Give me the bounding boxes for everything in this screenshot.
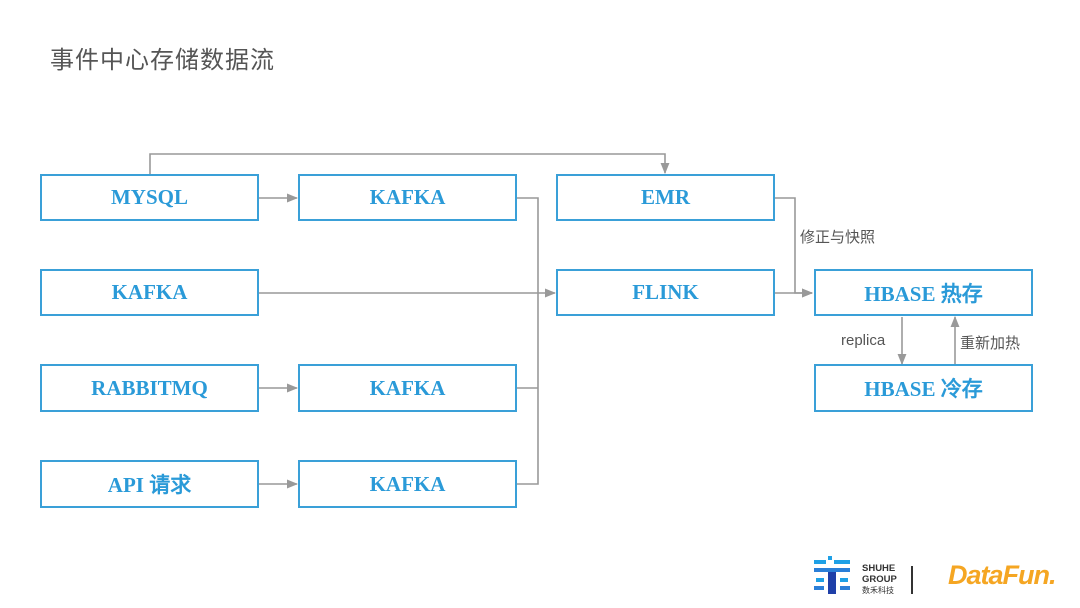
- shuhe-line-3: 数禾科技: [862, 586, 894, 595]
- shuhe-wordmark: SHUHE GROUP 数禾科技: [862, 563, 897, 596]
- shuhe-line-2: GROUP: [862, 574, 897, 585]
- shuhe-line-1: SHUHE: [862, 563, 896, 574]
- node-kafka-3: KAFKA: [298, 364, 517, 412]
- node-api: API 请求: [40, 460, 259, 508]
- logo-separator: [911, 566, 913, 594]
- label-replica: replica: [841, 332, 886, 349]
- node-kafka-4: KAFKA: [298, 460, 517, 508]
- node-mysql: MYSQL: [40, 174, 259, 221]
- label-fix-snapshot: 修正与快照: [800, 229, 876, 246]
- node-rabbitmq: RABBITMQ: [40, 364, 259, 412]
- datafun-logo: DataFun.: [948, 560, 1057, 590]
- node-emr: EMR: [556, 174, 775, 221]
- node-hbase-hot: HBASE 热存: [814, 269, 1033, 316]
- node-flink: FLINK: [556, 269, 775, 316]
- edge-emr-hbase: [774, 197, 814, 298]
- shuhe-logo-icon: [814, 556, 850, 594]
- node-kafka-1: KAFKA: [298, 174, 517, 221]
- label-reheat: 重新加热: [960, 335, 1021, 352]
- node-kafka-source: KAFKA: [40, 269, 259, 316]
- edge-kafka1-bus: [517, 197, 539, 485]
- edge-mysql-emr: [149, 153, 670, 175]
- page-title: 事件中心存储数据流: [50, 47, 275, 74]
- node-hbase-cold: HBASE 冷存: [814, 364, 1033, 412]
